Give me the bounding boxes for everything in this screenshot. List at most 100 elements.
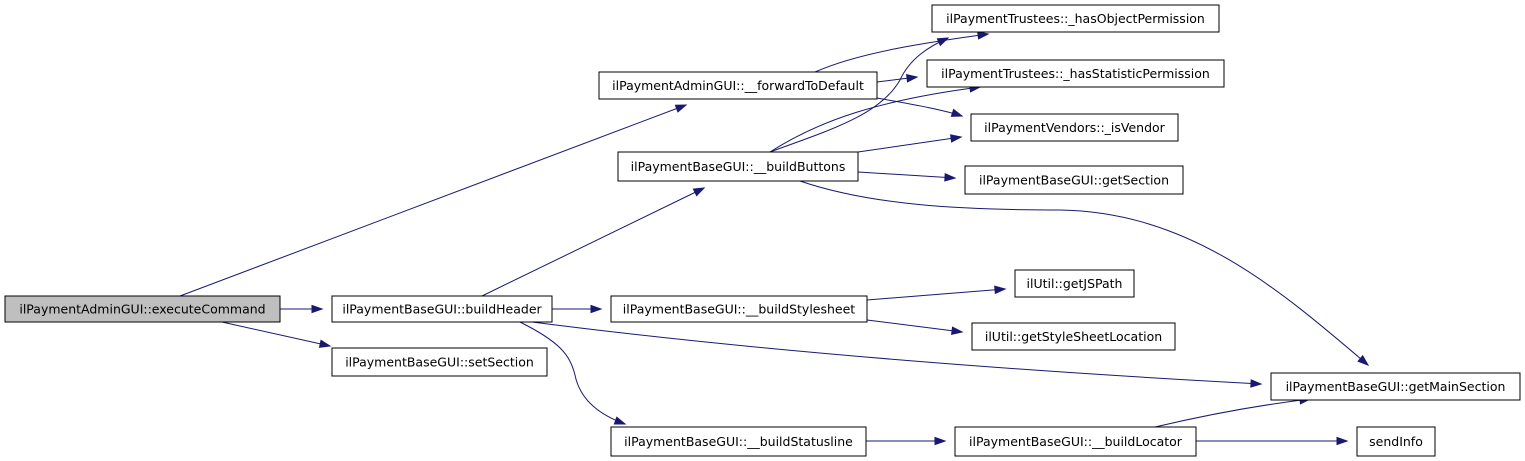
edge-exec-to-hdr	[280, 304, 324, 314]
node-box	[954, 426, 1197, 457]
graph-node-hsp[interactable]: ilPaymentTrustees::_hasStatisticPermissi…	[926, 59, 1225, 88]
arrowhead-icon	[1250, 379, 1263, 388]
arrowhead-icon	[590, 304, 603, 314]
edge-loc-to-send	[1196, 436, 1349, 446]
edge-stat-to-loc	[866, 436, 947, 446]
graph-node-ssl[interactable]: ilUtil::getStyleSheetLocation	[971, 322, 1176, 351]
node-box	[970, 113, 1179, 142]
edge-btn-to-main	[799, 180, 1370, 366]
node-label: ilPaymentTrustees::_hasStatisticPermissi…	[941, 66, 1210, 81]
graph-node-loc[interactable]: ilPaymentBaseGUI::__buildLocator	[954, 426, 1197, 457]
node-box	[1014, 269, 1135, 298]
arrowhead-icon	[674, 104, 688, 113]
arrowhead-icon	[934, 436, 947, 446]
edge-btn-to-hop	[769, 37, 950, 153]
node-box	[598, 71, 878, 100]
edge-line	[519, 321, 626, 425]
edge-line	[221, 321, 331, 347]
edge-line	[769, 37, 949, 153]
graph-node-js[interactable]: ilUtil::getJSPath	[1014, 269, 1135, 298]
call-edges	[179, 31, 1370, 446]
graph-node-hdr[interactable]: ilPaymentBaseGUI::buildHeader	[331, 295, 553, 323]
edge-line	[866, 288, 1006, 301]
graph-node-isv[interactable]: ilPaymentVendors::_isVendor	[970, 113, 1179, 142]
node-label: ilPaymentBaseGUI::__buildStatusline	[624, 434, 853, 449]
edge-exec-to-setsec	[221, 321, 332, 348]
graph-node-send[interactable]: sendInfo	[1356, 426, 1436, 457]
edge-fwd-to-hop	[814, 31, 990, 73]
node-box	[926, 59, 1225, 88]
edge-hdr-to-stat	[519, 321, 627, 425]
edge-loc-to-main	[1154, 395, 1312, 428]
node-box	[331, 347, 548, 377]
arrowhead-icon	[950, 108, 964, 117]
node-label: ilPaymentAdminGUI::__forwardToDefault	[612, 78, 864, 93]
edge-btn-to-getsec	[857, 171, 957, 182]
graph-node-getsec[interactable]: ilPaymentBaseGUI::getSection	[964, 165, 1184, 195]
edge-hdr-to-main	[531, 321, 1263, 388]
edge-line	[1154, 398, 1311, 428]
call-nodes: ilPaymentAdminGUI::executeCommandilPayme…	[4, 4, 1521, 457]
arrowhead-icon	[692, 187, 706, 197]
edge-hdr-to-btn	[481, 187, 706, 297]
node-label: ilPaymentBaseGUI::__buildButtons	[631, 159, 846, 174]
node-box	[610, 426, 867, 457]
graph-node-hop[interactable]: ilPaymentTrustees::_hasObjectPermission	[931, 4, 1220, 33]
edge-fwd-to-isv	[876, 97, 964, 117]
node-label: ilPaymentTrustees::_hasObjectPermission	[946, 11, 1205, 26]
node-label: ilPaymentBaseGUI::__buildStylesheet	[623, 302, 856, 317]
node-box	[331, 295, 553, 323]
node-label: ilUtil::getStyleSheetLocation	[985, 329, 1162, 344]
graph-node-sty[interactable]: ilPaymentBaseGUI::__buildStylesheet	[610, 295, 868, 323]
graph-node-setsec[interactable]: ilPaymentBaseGUI::setSection	[331, 347, 548, 377]
node-label: ilUtil::getJSPath	[1027, 276, 1123, 291]
node-box	[1356, 426, 1436, 457]
edge-sty-to-ssl	[866, 319, 964, 335]
node-label: ilPaymentAdminGUI::executeCommand	[19, 302, 265, 317]
node-box	[971, 322, 1176, 351]
node-box	[931, 4, 1220, 33]
node-label: ilPaymentBaseGUI::buildHeader	[342, 302, 542, 317]
arrowhead-icon	[613, 416, 627, 425]
node-box	[1270, 372, 1521, 401]
arrowhead-icon	[936, 37, 950, 47]
arrowhead-icon	[977, 31, 990, 40]
graph-node-stat[interactable]: ilPaymentBaseGUI::__buildStatusline	[610, 426, 867, 457]
node-label: ilPaymentBaseGUI::getMainSection	[1286, 379, 1506, 394]
arrowhead-icon	[318, 339, 332, 348]
node-label: ilPaymentBaseGUI::setSection	[345, 355, 534, 370]
edge-sty-to-js	[866, 285, 1007, 301]
graph-node-btn[interactable]: ilPaymentBaseGUI::__buildButtons	[617, 151, 859, 182]
node-box	[4, 295, 281, 323]
graph-node-fwd[interactable]: ilPaymentAdminGUI::__forwardToDefault	[598, 71, 878, 100]
edge-line	[857, 136, 962, 153]
edge-line	[799, 180, 1369, 366]
graph-node-main[interactable]: ilPaymentBaseGUI::getMainSection	[1270, 372, 1521, 401]
edge-line	[481, 187, 705, 297]
node-label: ilPaymentVendors::_isVendor	[984, 120, 1166, 135]
edge-line	[866, 319, 963, 333]
edge-line	[531, 321, 1262, 385]
arrowhead-icon	[311, 304, 324, 314]
graph-node-exec[interactable]: ilPaymentAdminGUI::executeCommand	[4, 295, 281, 323]
node-box	[617, 151, 859, 182]
node-box	[610, 295, 868, 323]
node-box	[964, 165, 1184, 195]
arrowhead-icon	[1357, 354, 1370, 366]
arrowhead-icon	[994, 285, 1007, 295]
arrowhead-icon	[951, 326, 964, 335]
edge-line	[179, 104, 687, 297]
arrowhead-icon	[906, 74, 919, 83]
arrowhead-icon	[950, 134, 963, 143]
edge-line	[814, 33, 989, 73]
edge-line	[769, 86, 981, 153]
edge-fwd-to-hsp	[876, 74, 919, 83]
edge-line	[857, 171, 956, 179]
node-label: ilPaymentBaseGUI::getSection	[979, 173, 1169, 188]
node-label: sendInfo	[1369, 434, 1423, 449]
edge-exec-to-fwd	[179, 104, 688, 297]
edge-hdr-to-sty	[552, 304, 603, 314]
arrowhead-icon	[1336, 436, 1349, 446]
edge-line	[876, 97, 963, 117]
